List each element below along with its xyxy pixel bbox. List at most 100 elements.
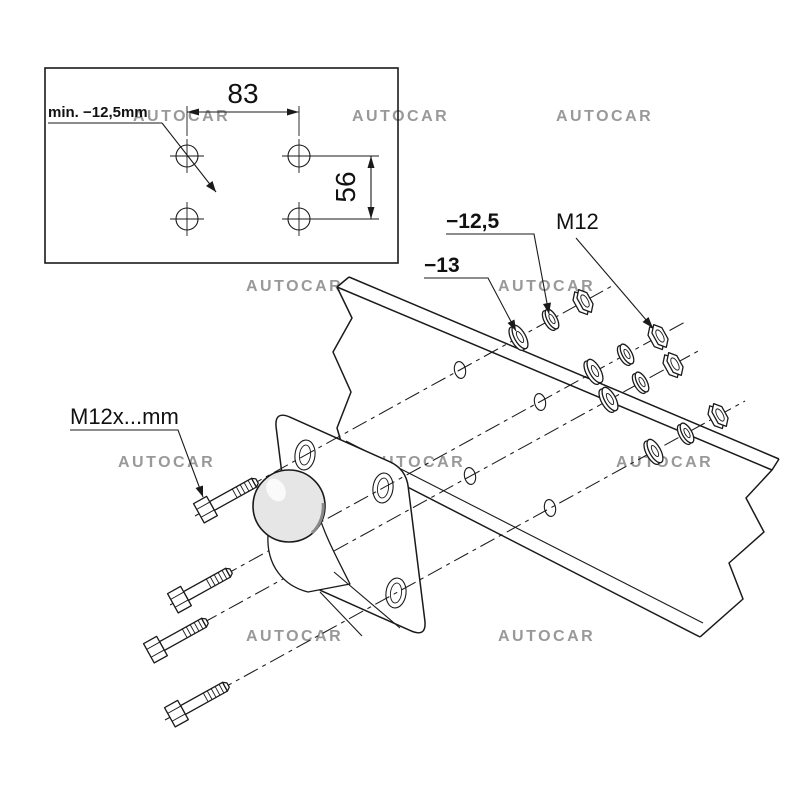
center-lines — [149, 285, 746, 721]
flat-washer-leader — [424, 277, 517, 332]
watermark-text: AUTOCAR — [616, 454, 713, 471]
callout-flat-washer: −13 — [424, 254, 517, 332]
min-diameter-label: min. −12,5mm — [48, 104, 148, 121]
nut-hole — [715, 408, 725, 422]
bolt-head-facets — [146, 641, 165, 658]
plate-slot-inner — [389, 582, 403, 604]
watermark-text: AUTOCAR — [246, 628, 343, 645]
beam-top-back-edge — [348, 276, 780, 460]
note-arrowhead — [206, 181, 216, 192]
beam-hole — [533, 393, 547, 411]
bolt-tip — [200, 617, 209, 628]
watermark-text: AUTOCAR — [246, 278, 343, 295]
bolt — [163, 681, 230, 728]
watermark-text: AUTOCAR — [118, 454, 215, 471]
flat-washer-arrowhead — [507, 319, 516, 331]
beam-bottom-crease — [345, 440, 704, 624]
flat-washer-label: −13 — [424, 254, 460, 277]
bolt-head — [192, 495, 218, 524]
beam-top-front-edge — [336, 286, 773, 471]
beam-left-break-line — [332, 286, 353, 456]
bolt-head-facets — [196, 501, 215, 518]
nut-label: M12 — [556, 209, 599, 234]
dim-83-value: 83 — [227, 78, 258, 109]
washer-hole — [683, 427, 691, 439]
center-line — [169, 321, 686, 606]
hole-crosshairs — [170, 139, 316, 236]
watermark-text: AUTOCAR — [556, 108, 653, 125]
dim-56: 56 — [312, 155, 379, 220]
beam-hole — [453, 361, 467, 379]
nut-arrowhead — [642, 317, 653, 328]
watermark-text: AUTOCAR — [498, 628, 595, 645]
flat-washer — [643, 438, 664, 466]
tow-ball-assembly — [252, 469, 401, 637]
pattern-holes — [170, 139, 316, 236]
beam-left-top-joint — [336, 276, 350, 288]
hex-nut — [647, 323, 669, 351]
nut-leader — [575, 237, 654, 329]
bolt-threads — [203, 684, 225, 702]
bolt-leader — [70, 429, 204, 498]
washer-hole — [605, 393, 615, 405]
dim-extension-lines — [312, 155, 379, 220]
bolt-threads — [182, 620, 204, 638]
bolt-arrowhead — [195, 485, 203, 497]
beam-hole — [463, 467, 477, 485]
spring-washer-label: −12,5 — [446, 210, 499, 233]
plate-slot — [385, 577, 407, 609]
support-rib — [319, 591, 363, 637]
min-diameter-note: min. −12,5mm — [48, 104, 217, 193]
bolt-head — [166, 585, 192, 614]
washer-hole — [548, 313, 556, 325]
bolts — [142, 477, 259, 728]
spring-washer — [631, 371, 650, 395]
watermark-text: AUTOCAR — [498, 278, 595, 295]
flat-washer — [583, 358, 604, 386]
bolt — [166, 567, 233, 614]
bolt — [192, 477, 259, 524]
center-line — [194, 285, 613, 517]
nut-hole — [670, 357, 680, 371]
support-rib — [333, 571, 401, 629]
callout-spring-washer: −12,5 — [446, 210, 551, 315]
washer-hole — [515, 331, 525, 343]
plate-slot — [372, 472, 394, 504]
bolt-tip — [224, 567, 233, 578]
flat-washer — [598, 386, 619, 414]
washer-hole — [638, 376, 646, 388]
bolt-tip — [221, 681, 230, 692]
beam-right-break-line — [699, 458, 780, 638]
spring-washer-arrowhead — [543, 302, 551, 314]
bolt — [142, 617, 209, 664]
note-leader-line — [161, 122, 217, 193]
dim-arrow — [367, 156, 375, 168]
dim-extension-lines — [186, 106, 300, 136]
dim-arrow — [287, 108, 299, 116]
dim-56-value: 56 — [330, 171, 361, 202]
nut-hole — [655, 329, 665, 343]
washer-hole — [623, 348, 631, 360]
bolt-label: M12x...mm — [70, 404, 179, 429]
nut-hole — [580, 294, 590, 308]
plate-slot-inner — [298, 444, 312, 466]
hex-nut — [662, 351, 684, 379]
hole-pattern-drawing: 83 56 min. −12,5mm — [44, 67, 399, 264]
fastener-hardware — [508, 288, 729, 466]
bolt-head — [142, 635, 168, 664]
bolt-head — [163, 699, 189, 728]
dim-arrow — [367, 207, 375, 219]
bolt-head-facets — [167, 705, 186, 722]
spring-washer — [676, 422, 695, 446]
spring-washer — [616, 343, 635, 367]
ball-highlight — [266, 478, 286, 502]
washer-hole — [650, 445, 660, 457]
watermark-text: AUTOCAR — [352, 108, 449, 125]
beam-hole — [543, 499, 557, 517]
dim-arrow — [187, 108, 199, 116]
bolt-threads — [232, 480, 254, 498]
dim-83: 83 — [186, 78, 300, 136]
spring-washer — [541, 308, 560, 332]
plate-slot-inner — [376, 477, 390, 499]
